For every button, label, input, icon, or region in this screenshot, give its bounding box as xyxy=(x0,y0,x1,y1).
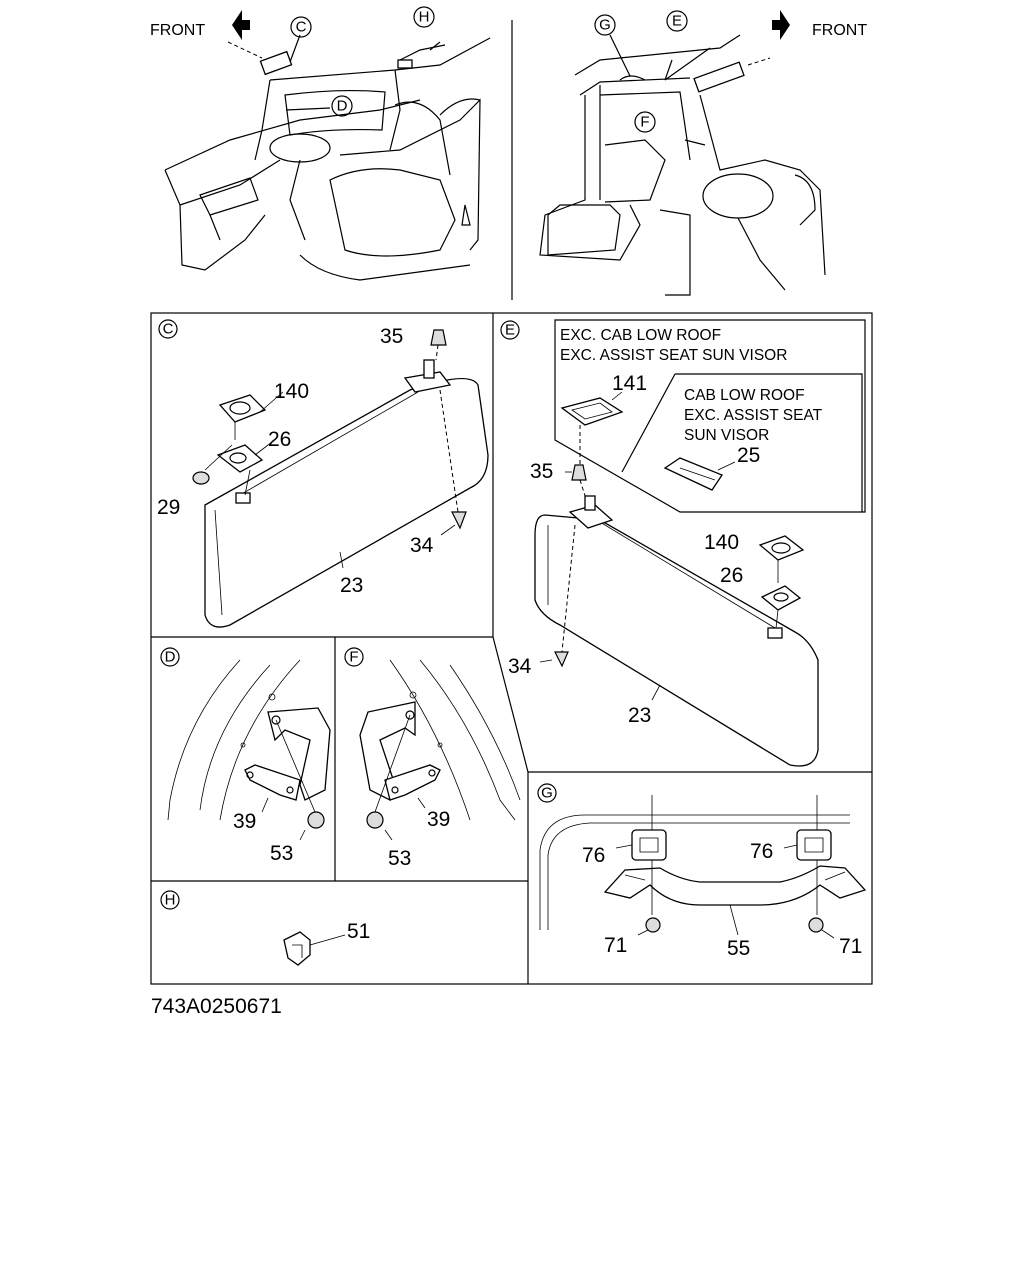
part-label-140-e: 140 xyxy=(704,531,739,554)
part-71-screw-right xyxy=(808,917,824,933)
part-label-35-e: 35 xyxy=(530,460,553,483)
part-71-screw-left xyxy=(645,917,661,933)
part-141-lamp xyxy=(560,397,624,426)
part-51-clip xyxy=(283,931,311,966)
panel-d-id: D xyxy=(165,649,176,666)
front-arrow-left-icon xyxy=(232,10,250,40)
part-label-39-d: 39 xyxy=(233,810,256,833)
part-label-23-e: 23 xyxy=(628,704,651,727)
part-34-screw-e xyxy=(554,651,569,668)
part-label-26: 26 xyxy=(268,428,291,451)
note-outer-line-1: EXC. CAB LOW ROOF xyxy=(560,327,721,344)
part-53-screw-d xyxy=(307,811,325,829)
part-label-55: 55 xyxy=(727,937,750,960)
panel-e: E EXC. CAB LOW ROOF EXC. ASSIST SEAT SUN… xyxy=(500,319,866,767)
callout-h-label: H xyxy=(419,9,430,26)
part-label-29: 29 xyxy=(157,496,180,519)
part-140-cover-e xyxy=(758,535,805,561)
panel-c: C 35 140 26 29 34 23 xyxy=(157,319,489,628)
callout-d: D xyxy=(331,95,353,117)
part-76-cap-right xyxy=(796,829,832,861)
panel-f-id: F xyxy=(349,649,358,666)
overview-right: FRONT G E F xyxy=(539,10,867,296)
part-label-39-f: 39 xyxy=(427,808,450,831)
front-label-left: FRONT xyxy=(150,22,205,39)
part-label-71-right: 71 xyxy=(839,935,862,958)
sun-visor-e xyxy=(534,514,819,767)
part-label-141: 141 xyxy=(612,372,647,395)
part-label-26-e: 26 xyxy=(720,564,743,587)
callout-g-top: G xyxy=(594,14,616,36)
callout-d-label: D xyxy=(337,98,348,115)
callout-f-top: F xyxy=(634,111,656,133)
callout-f-top-label: F xyxy=(640,114,649,131)
part-label-34-e: 34 xyxy=(508,655,532,678)
part-label-23: 23 xyxy=(340,574,363,597)
sun-visor-c xyxy=(204,377,489,628)
assist-grip-bracket-d xyxy=(267,707,331,801)
part-35-clip xyxy=(430,329,447,346)
part-29-cap xyxy=(192,471,210,485)
callout-h: H xyxy=(413,6,435,28)
note-inner-line-2: EXC. ASSIST SEAT xyxy=(684,407,823,424)
assist-grip-55 xyxy=(603,865,867,906)
part-34-screw xyxy=(451,511,467,530)
panel-d: D 39 53 xyxy=(160,647,331,865)
part-label-25: 25 xyxy=(737,444,760,467)
detail-frame xyxy=(150,312,873,985)
part-76-cap-left xyxy=(631,829,667,861)
panel-h: H 51 xyxy=(160,890,370,966)
front-arrow-right-icon xyxy=(772,10,790,40)
note-outer-line-2: EXC. ASSIST SEAT SUN VISOR xyxy=(560,347,787,364)
callout-e-top-label: E xyxy=(672,13,682,30)
panel-e-id: E xyxy=(505,322,515,339)
diagram-code: 743A0250671 xyxy=(151,995,282,1018)
part-label-53-f: 53 xyxy=(388,847,411,870)
part-label-34: 34 xyxy=(410,534,434,557)
panel-f: F 39 53 xyxy=(344,647,521,870)
part-35-clip-e xyxy=(571,464,587,481)
callout-c: C xyxy=(290,16,312,38)
panel-h-id: H xyxy=(165,892,176,909)
panel-g: G 76 76 71 55 71 xyxy=(537,783,867,960)
note-inner-line-3: SUN VISOR xyxy=(684,427,769,444)
part-53-screw-f xyxy=(366,811,384,829)
part-26-holder xyxy=(216,444,264,473)
callout-e-top: E xyxy=(666,10,688,32)
panel-c-id: C xyxy=(163,321,174,338)
part-label-35: 35 xyxy=(380,325,403,348)
part-label-140: 140 xyxy=(274,380,309,403)
note-box-outer xyxy=(554,319,866,513)
overview-left: FRONT C D xyxy=(150,6,491,281)
front-label-right: FRONT xyxy=(812,22,867,39)
part-label-71-left: 71 xyxy=(604,934,627,957)
note-inner-line-1: CAB LOW ROOF xyxy=(684,387,805,404)
part-label-76-right: 76 xyxy=(750,840,773,863)
part-label-51: 51 xyxy=(347,920,370,943)
part-140-cover xyxy=(218,394,267,423)
part-label-53-d: 53 xyxy=(270,842,293,865)
part-label-76-left: 76 xyxy=(582,844,605,867)
callout-c-label: C xyxy=(296,19,307,36)
callout-g-top-label: G xyxy=(599,17,611,34)
panel-g-id: G xyxy=(541,785,553,802)
part-25-cover xyxy=(663,457,723,491)
part-26-holder-e xyxy=(760,585,802,611)
